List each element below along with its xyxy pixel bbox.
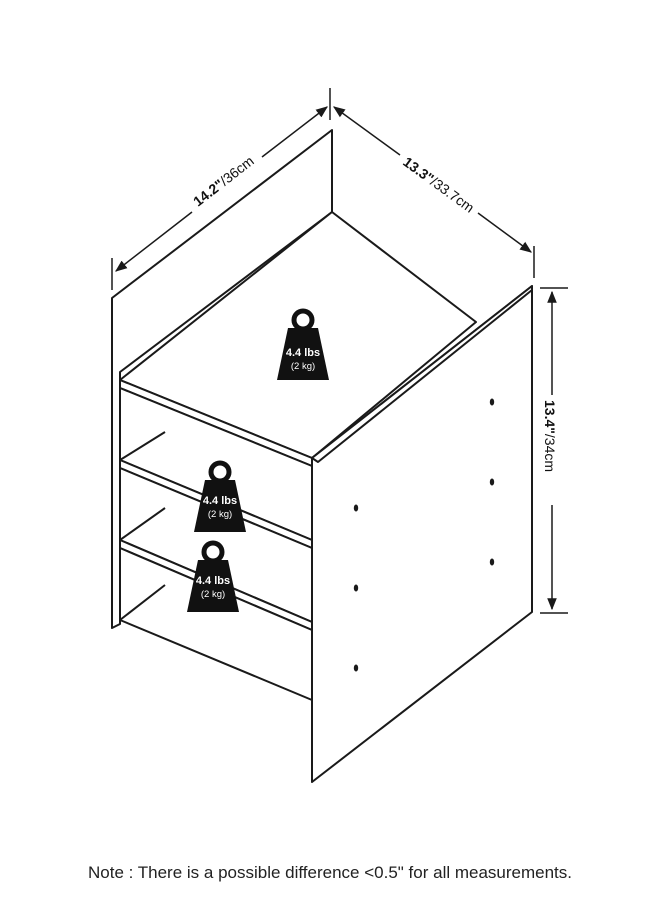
weight-middle-sub: (2 kg) (208, 509, 232, 520)
weight-badge-bottom: 4.4 lbs (2 kg) (187, 540, 239, 612)
weight-bottom-sub: (2 kg) (201, 589, 225, 600)
width-alt: /36cm (217, 153, 257, 189)
depth-alt: /33.7cm (428, 173, 478, 215)
height-label: 13.4"/34cm (542, 400, 558, 472)
right-side-panel (311, 285, 533, 783)
weight-bottom-main: 4.4 lbs (196, 575, 230, 587)
peg-holes (353, 398, 495, 672)
height-alt: /34cm (542, 434, 558, 472)
height-dimension: 13.4"/34cm (540, 287, 568, 614)
back-panel (111, 129, 333, 629)
weight-badge-middle: 4.4 lbs (2 kg) (194, 460, 246, 532)
weight-top-sub: (2 kg) (291, 361, 315, 372)
depth-label: 13.3"/33.7cm (400, 153, 477, 215)
weight-top-main: 4.4 lbs (286, 347, 320, 359)
measurement-note: Note : There is a possible difference <0… (87, 863, 573, 882)
weight-middle-main: 4.4 lbs (203, 495, 237, 507)
weight-badge-top: 4.4 lbs (2 kg) (277, 308, 329, 380)
height-main: 13.4" (542, 400, 558, 434)
